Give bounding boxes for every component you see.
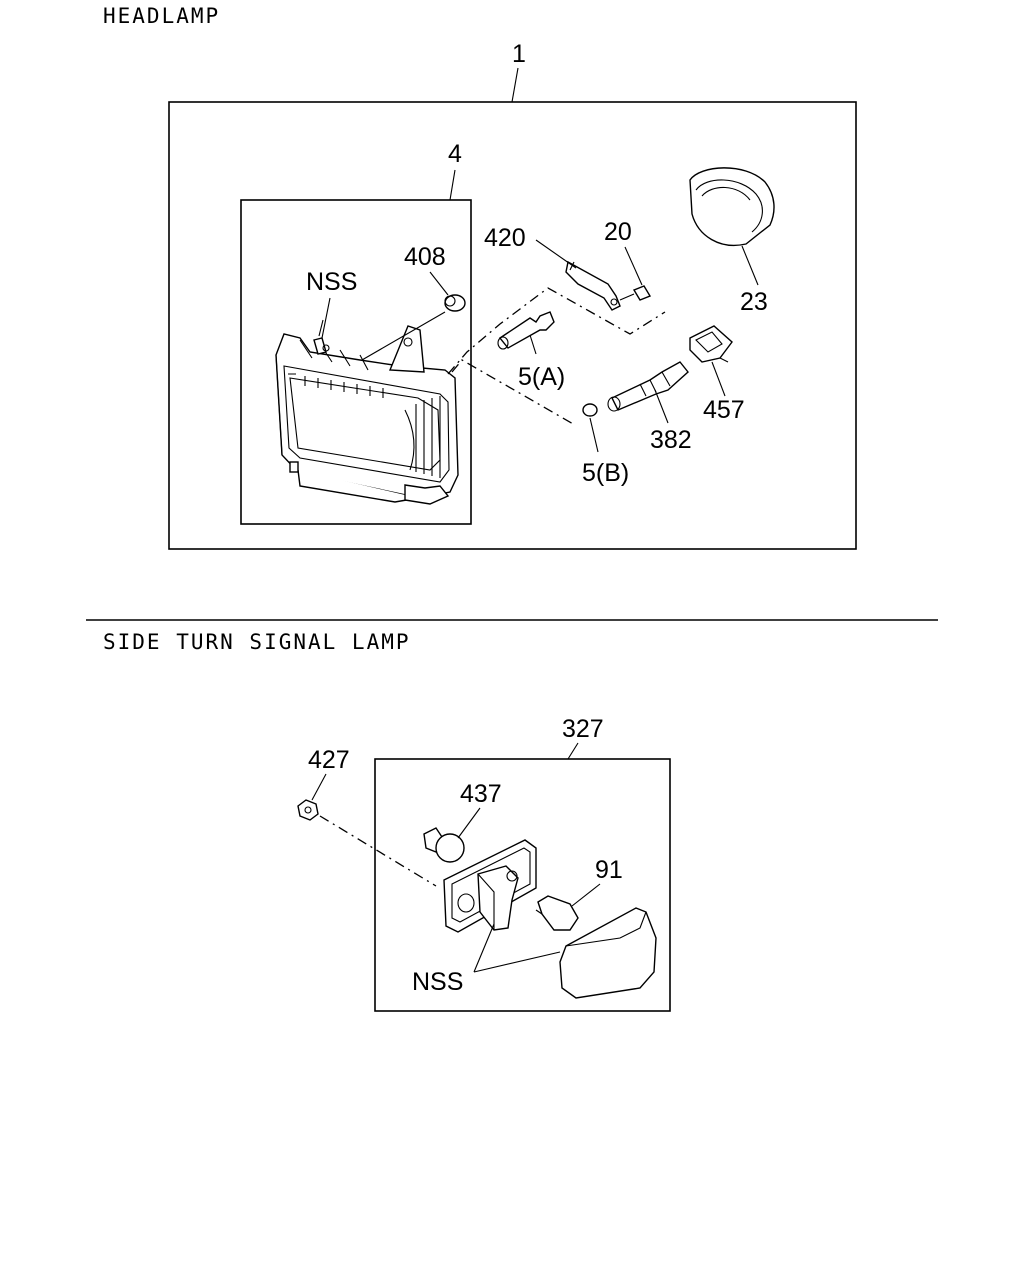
bulb-5a xyxy=(497,311,555,350)
label-nss-headlamp: NSS xyxy=(306,268,357,296)
label-420: 420 xyxy=(484,224,526,252)
leader-437 xyxy=(457,807,481,839)
leader-nss-side-lamp-a xyxy=(473,923,495,973)
alignment-line-b xyxy=(451,359,576,426)
headlamp-unit-frame xyxy=(240,199,472,525)
label-91: 91 xyxy=(595,856,623,884)
cap-408 xyxy=(444,294,466,312)
leader-23 xyxy=(741,245,759,286)
side-lamp-lens xyxy=(559,907,657,999)
ring-23 xyxy=(689,167,775,246)
label-408: 408 xyxy=(404,243,446,271)
leader-427 xyxy=(311,773,327,801)
connector-457 xyxy=(689,325,733,363)
leader-91 xyxy=(571,883,601,907)
socket-437 xyxy=(423,827,465,863)
leader-408 xyxy=(429,271,449,296)
headlamp-assembly-frame xyxy=(168,101,857,550)
label-4: 4 xyxy=(448,140,462,168)
label-427: 427 xyxy=(308,746,350,774)
leader-1 xyxy=(511,67,519,103)
headlamp-body xyxy=(275,319,459,505)
side-turn-signal-section-title: SIDE TURN SIGNAL LAMP xyxy=(103,630,411,654)
label-5a: 5(A) xyxy=(518,363,565,391)
label-382: 382 xyxy=(650,426,692,454)
leader-420 xyxy=(535,239,577,269)
leader-408-to-lamp xyxy=(361,311,446,361)
leader-nss-side-lamp-b xyxy=(473,951,561,973)
bracket-420 xyxy=(565,260,621,311)
screw-20 xyxy=(619,285,652,301)
label-23: 23 xyxy=(740,288,768,316)
label-nss-side-lamp: NSS xyxy=(412,968,463,996)
label-437: 437 xyxy=(460,780,502,808)
leader-20 xyxy=(624,246,643,286)
headlamp-diagram: 1 4 NSS xyxy=(168,40,857,550)
bulb-91 xyxy=(535,895,579,931)
leader-327 xyxy=(567,742,579,760)
nut-427 xyxy=(297,799,319,821)
side-turn-signal-diagram: 327 427 437 91 xyxy=(297,715,671,1012)
leader-nss-headlamp xyxy=(321,297,331,339)
label-1: 1 xyxy=(512,40,526,68)
alignment-line-427 xyxy=(319,815,437,887)
alignment-line-a xyxy=(447,287,666,375)
leader-457 xyxy=(711,361,726,397)
bulb-5b xyxy=(582,403,598,417)
side-lamp-housing xyxy=(443,839,537,933)
leader-5b xyxy=(589,417,599,453)
headlamp-section-title: HEADLAMP xyxy=(103,4,221,28)
side-turn-signal-assembly-frame xyxy=(374,758,671,1012)
label-457: 457 xyxy=(703,396,745,424)
leader-4 xyxy=(449,169,456,201)
label-327: 327 xyxy=(562,715,604,743)
leader-382 xyxy=(654,389,669,424)
leader-5a xyxy=(529,334,537,355)
label-20: 20 xyxy=(604,218,632,246)
label-5b: 5(B) xyxy=(582,459,629,487)
socket-382 xyxy=(607,361,689,412)
